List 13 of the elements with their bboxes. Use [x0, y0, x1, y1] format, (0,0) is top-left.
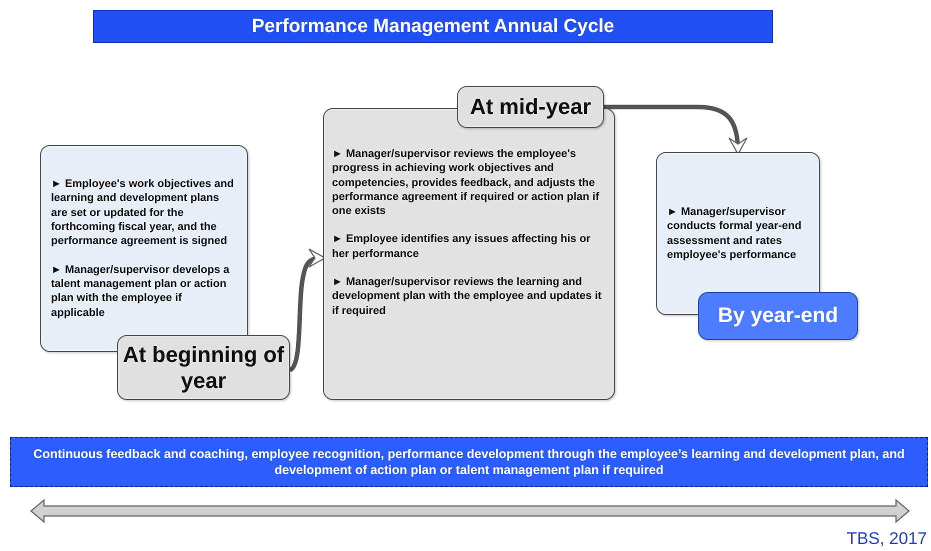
title-banner: Performance Management Annual Cycle: [93, 10, 773, 43]
step-text: Continuous feedback and coaching, employee recognition, performance development through the employee’s learning and development plan, and development of action plan or talent management plan if required: [32, 446, 906, 478]
step-text: ► Manager/supervisor conducts formal year-end assessment and rates employee's performance: [667, 204, 802, 262]
curved-arrow: [604, 104, 748, 155]
step-text: ► Manager/supervisor develops a talent management plan or action plan with the employee if applicable: [51, 262, 230, 320]
step-text: ► Employee's work objectives and learning and development plans are set or updated for the forthcoming fiscal year, and the performance agreement is signed: [51, 177, 235, 249]
source-note: TBS, 2017: [846, 529, 927, 549]
stage-name: By year-end: [716, 304, 840, 328]
stage-name: At beginning of year: [122, 342, 285, 393]
step-text: ► Manager/supervisor reviews the employee's progress in achieving work objectives and competencies, provides feedback, and adjusts the performance agreement if required or action plan if one exists: [332, 147, 600, 218]
stage-name: At mid-year: [468, 94, 592, 120]
step-text: ► Manager/supervisor reviews the learning and development plan with the employee and updates it if required: [332, 275, 603, 318]
step-text: ► Employee identifies any issues affecting his or her performance: [332, 232, 592, 262]
